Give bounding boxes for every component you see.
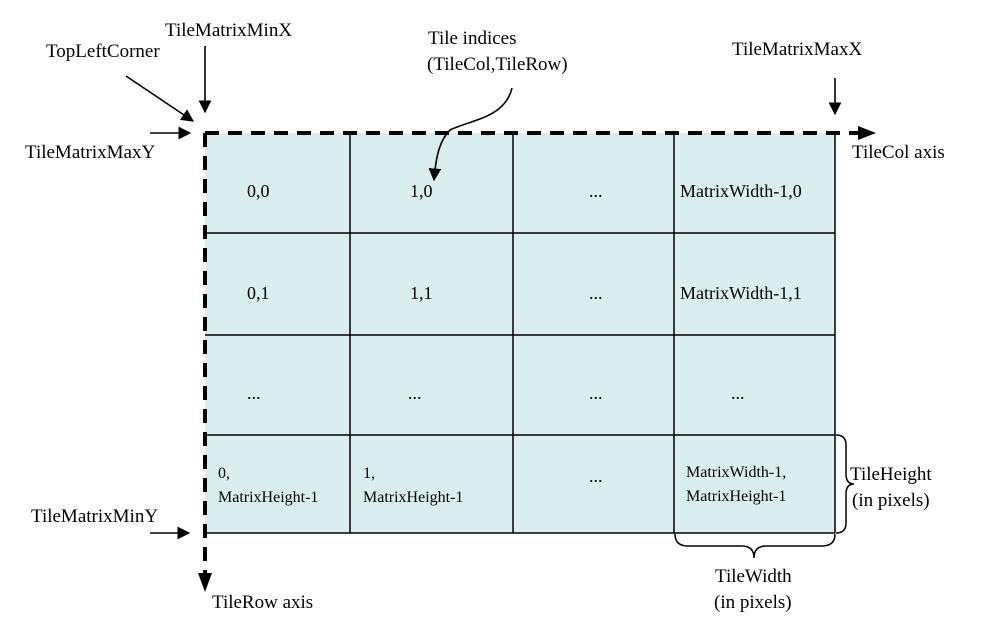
- tile-cell-index: 0,1: [247, 283, 270, 303]
- tile-width-brace: [674, 533, 836, 559]
- tile-cell-index: MatrixWidth-1,0: [680, 181, 802, 201]
- tilecol-axis-label: TileCol axis: [852, 142, 945, 163]
- tilecol-axis-arrowhead: [858, 126, 876, 140]
- tile-matrix-max-x-label: TileMatrixMaxX: [732, 39, 862, 60]
- tile-cell-index: 0,0: [247, 181, 270, 201]
- tile-cell-index: 1,: [363, 465, 375, 482]
- tile-grid: [205, 133, 836, 534]
- top-left-corner-arrow: [125, 75, 195, 122]
- tile-indices-arrow: [428, 87, 513, 182]
- tile-matrix-max-y-label: TileMatrixMaxY: [25, 142, 155, 163]
- tile-width-label: (in pixels): [714, 592, 792, 613]
- tile-cell-index: ...: [589, 383, 603, 403]
- tile-cell-index: 0,: [218, 465, 230, 482]
- tile-cell-index: MatrixHeight-1: [686, 488, 786, 505]
- tile-indices-label: Tile indices: [428, 28, 517, 49]
- tile-cell-index: 1,0: [410, 181, 433, 201]
- tile-cell-index: 1,1: [410, 283, 433, 303]
- tile-cell-index: ...: [589, 181, 603, 201]
- tile-height-brace: [835, 434, 855, 534]
- tile-cell-index: ...: [731, 383, 745, 403]
- tile-cell-index: ...: [247, 383, 261, 403]
- tile-height-label: (in pixels): [852, 490, 930, 511]
- top-left-corner-label: TopLeftCorner: [46, 41, 160, 62]
- tile-matrix-background: [205, 133, 835, 533]
- tile-cells: 0,0 1,0 ... MatrixWidth-1,0 0,1 1,1 ... …: [218, 181, 802, 506]
- tile-cell-index: MatrixWidth-1,1: [680, 283, 802, 303]
- tile-cell-index: MatrixHeight-1: [218, 489, 318, 506]
- tile-height-label: TileHeight: [850, 464, 932, 485]
- tile-matrix-min-y-label: TileMatrixMinY: [31, 506, 158, 527]
- tilerow-axis-label: TileRow axis: [212, 592, 313, 613]
- tile-indices-label: (TileCol,TileRow): [427, 54, 568, 75]
- tile-width-label: TileWidth: [715, 566, 792, 587]
- tile-cell-index: MatrixHeight-1: [363, 489, 463, 506]
- tilerow-axis-arrowhead: [198, 573, 212, 592]
- tile-cell-index: MatrixWidth-1,: [686, 464, 786, 481]
- tile-cell-index: ...: [589, 466, 603, 486]
- tile-matrix-min-x-label: TileMatrixMinX: [165, 20, 292, 41]
- tile-cell-index: ...: [589, 283, 603, 303]
- tile-cell-index: ...: [408, 383, 422, 403]
